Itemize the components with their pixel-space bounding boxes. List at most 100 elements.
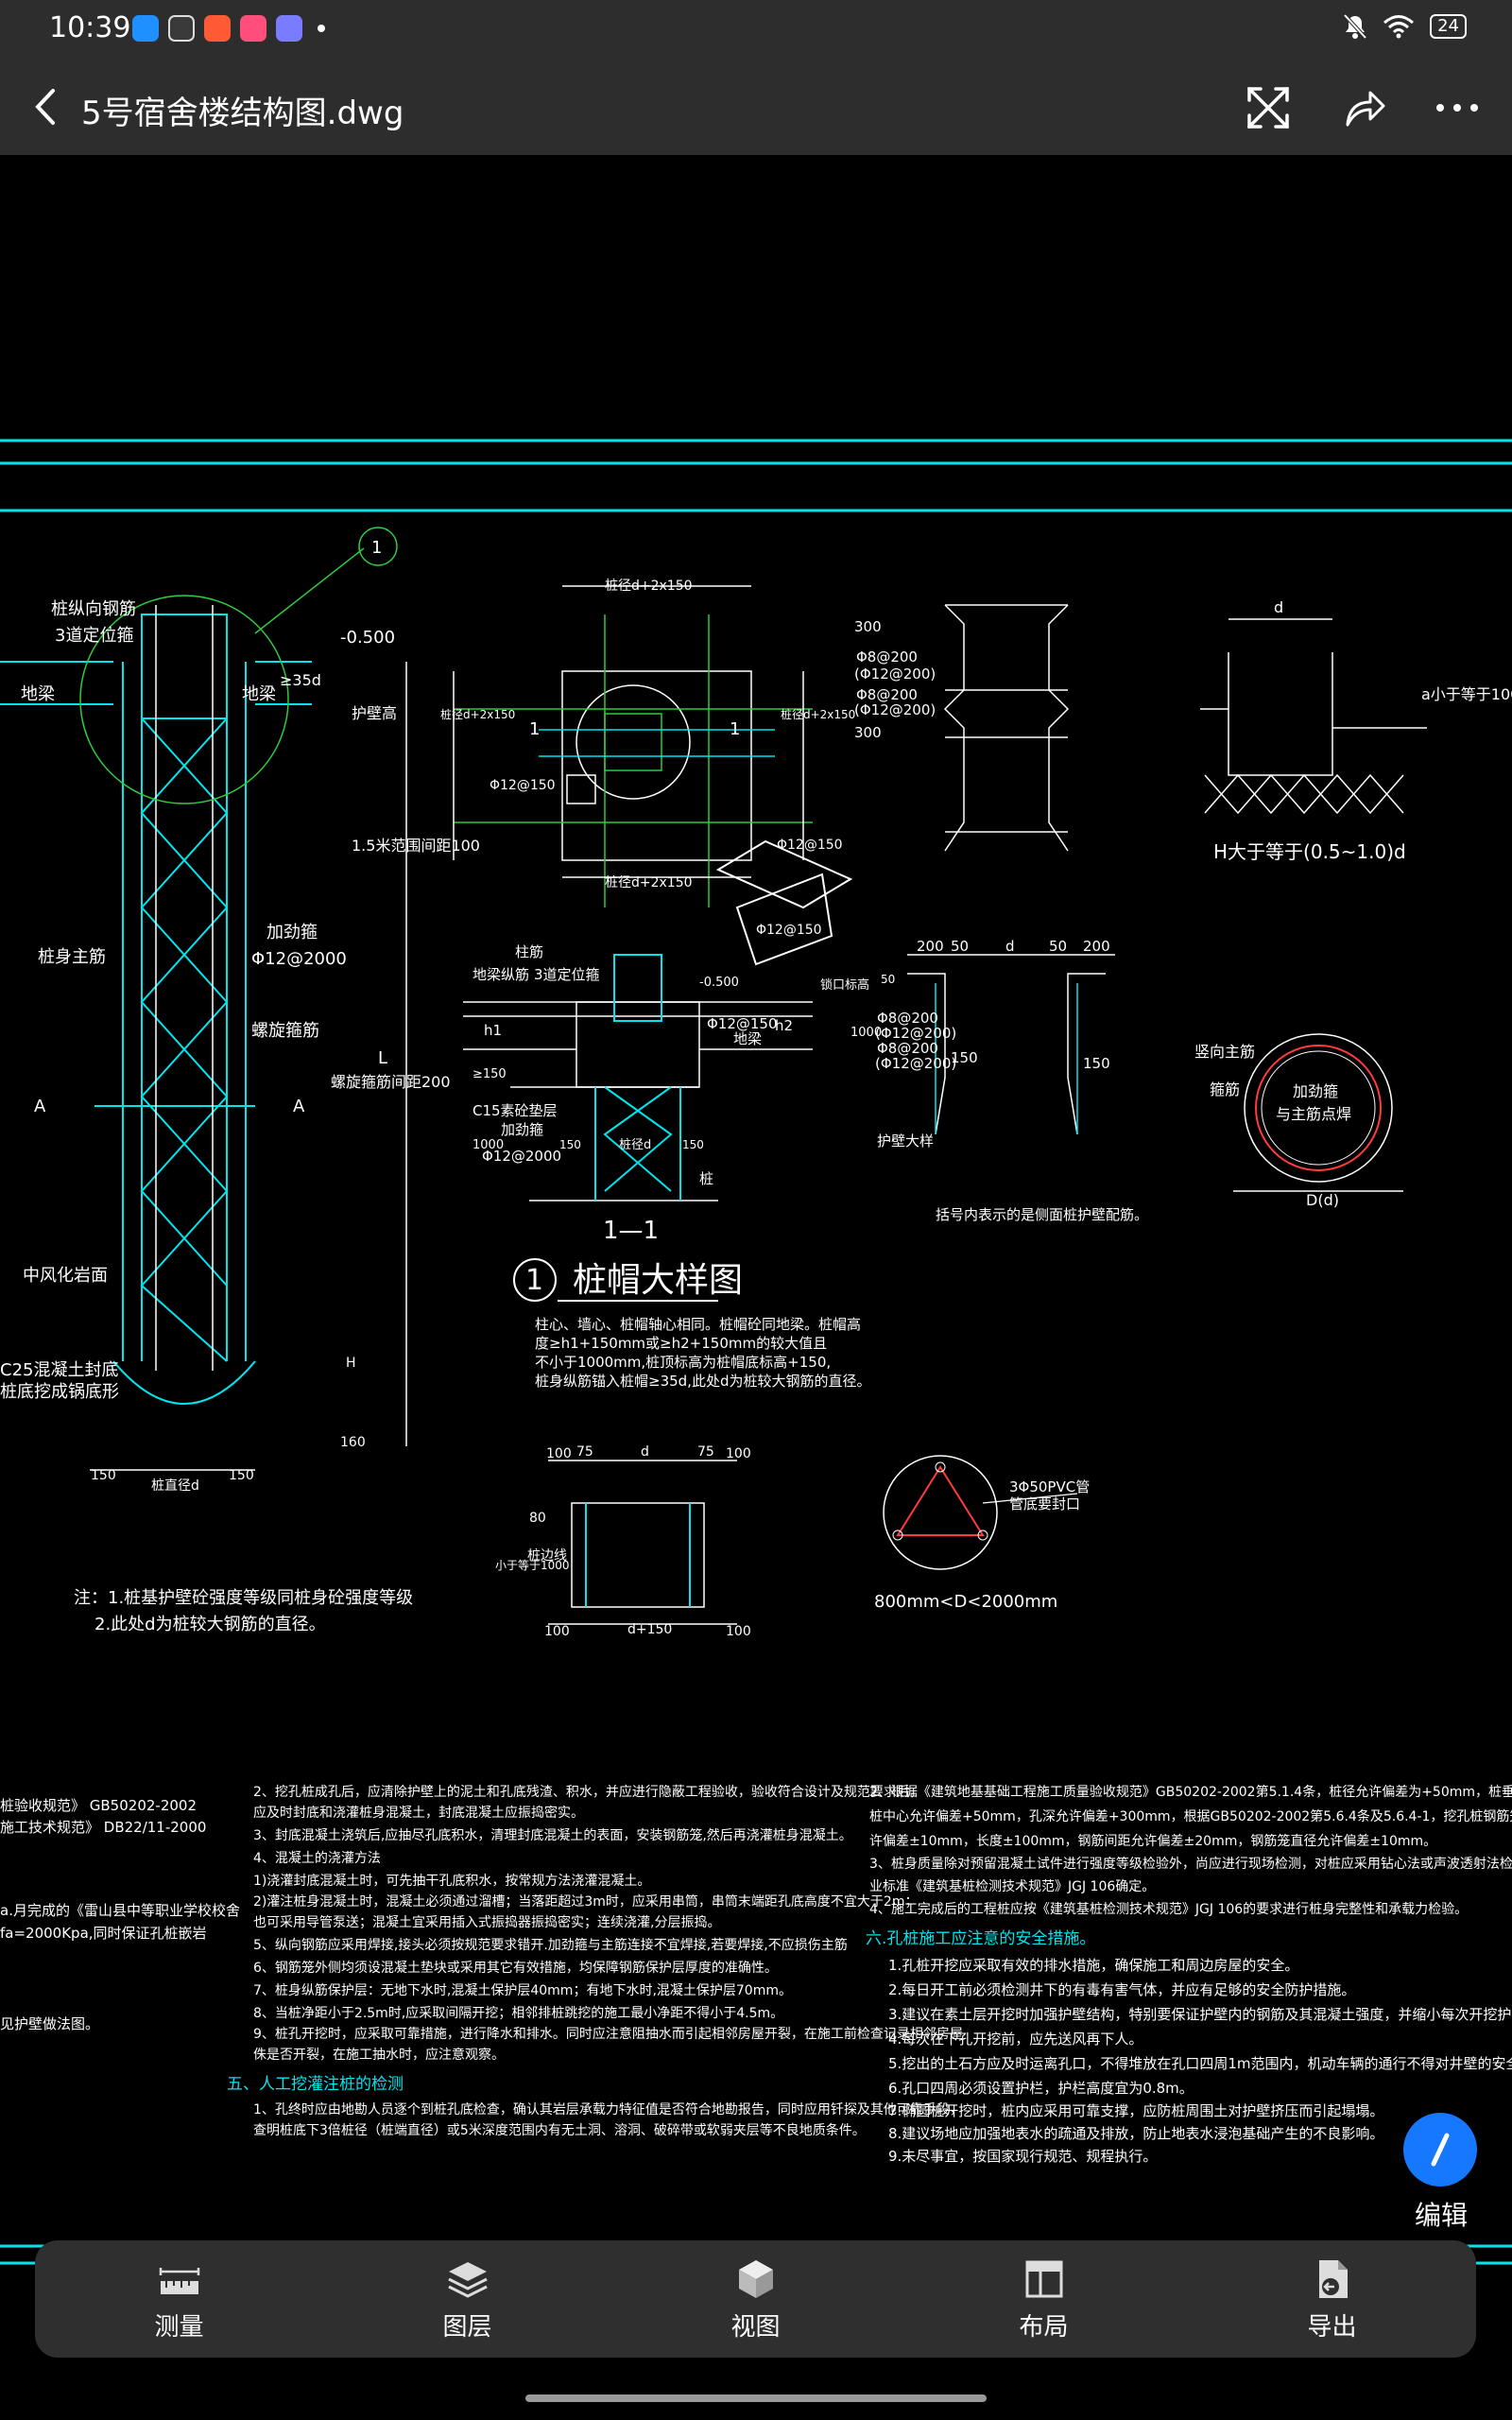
pencil-icon bbox=[1431, 2133, 1450, 2167]
export-icon bbox=[1318, 2259, 1348, 2298]
back-icon[interactable] bbox=[26, 83, 64, 130]
cad-label: 箍筋 bbox=[1210, 1080, 1240, 1098]
cad-label: 300 bbox=[854, 618, 882, 635]
cad-label: 80 bbox=[529, 1511, 546, 1526]
app-notification-icon bbox=[240, 15, 266, 42]
cad-label: 3Φ50PVC管 bbox=[1009, 1478, 1090, 1495]
section-marker: 1—1 bbox=[603, 1217, 659, 1245]
view-label: 视图 bbox=[730, 2312, 781, 2342]
cad-label: (Φ12@200) bbox=[854, 701, 936, 718]
pile-section-drawing bbox=[0, 527, 407, 1471]
spec-line: 许偏差±10mm，长度±100mm，钢筋间距允许偏差±20mm，钢筋笼直径允许偏… bbox=[869, 1833, 1436, 1849]
cad-label: 桩纵向钢筋 bbox=[51, 599, 136, 619]
fullscreen-icon[interactable] bbox=[1244, 83, 1293, 132]
cube-icon bbox=[738, 2259, 773, 2298]
clock: 10:39 bbox=[49, 11, 131, 44]
home-indicator[interactable] bbox=[525, 2394, 987, 2402]
cad-label: d+150 bbox=[627, 1622, 672, 1637]
cad-label: 100 bbox=[544, 1624, 570, 1639]
cad-label: 地梁纵筋 bbox=[472, 966, 529, 983]
cad-label: 竖向主筋 bbox=[1194, 1043, 1255, 1061]
share-icon[interactable] bbox=[1340, 83, 1389, 132]
spec-line: 1、孔终时应由地勘人员逐个到桩孔底检查，确认其岩层承载力特征值是否符合地勘报告，… bbox=[253, 2101, 963, 2118]
cad-label: 1000 bbox=[850, 1026, 882, 1040]
document-title: 5号宿舍楼结构图.dwg bbox=[81, 95, 404, 132]
cad-label: A bbox=[34, 1097, 46, 1116]
layout-label: 布局 bbox=[1019, 2312, 1069, 2342]
wechat-notification-icon bbox=[168, 15, 195, 42]
circle-section-drawing bbox=[1233, 1033, 1403, 1192]
spec-line: 2)灌注桩身混凝土时，混凝土必须通过溜槽；当落距超过3m时，应采用串筒，串筒末端… bbox=[253, 1893, 918, 1910]
note-line: 柱心、墙心、桩帽轴心相同。桩帽砼同地梁。桩帽高 bbox=[535, 1316, 861, 1333]
layers-label: 图层 bbox=[442, 2312, 492, 2342]
cad-label: Φ8@200 bbox=[856, 648, 918, 666]
note-line: 不小于1000mm,桩顶标高为桩帽底标高+150, bbox=[535, 1354, 831, 1371]
layout-button[interactable]: 布局 bbox=[969, 2256, 1120, 2342]
spec-line: 8.建议场地应加强地表水的疏通及排放，防止地表水浸泡基础产生的不良影响。 bbox=[888, 2125, 1383, 2142]
export-button[interactable]: 导出 bbox=[1257, 2256, 1408, 2342]
cad-label: 加劲箍 bbox=[501, 1121, 543, 1138]
cad-label: 1000 bbox=[472, 1138, 504, 1152]
spec-line: 5.挖出的土石方应及时运离孔口，不得堆放在孔口四周1m范围内，机动车辆的通行不得… bbox=[888, 2055, 1512, 2072]
cad-label: 中风化岩面 bbox=[23, 1266, 108, 1286]
more-icon[interactable] bbox=[1433, 83, 1482, 132]
cad-label: 桩边线 bbox=[527, 1547, 567, 1564]
spec-line: 2、根据《建筑地基基础工程施工质量验收规范》GB50202-2002第5.1.4… bbox=[869, 1784, 1512, 1800]
spec-line: 2、挖孔桩成孔后，应清除护壁上的泥土和孔底残渣、积水，并应进行隐蔽工程验收，验收… bbox=[253, 1784, 923, 1800]
cad-label: 加劲箍 bbox=[266, 923, 318, 942]
cad-label: H bbox=[346, 1356, 356, 1371]
cad-label: 300 bbox=[854, 724, 882, 741]
spec-line: 4、施工完成后的工程桩应按《建筑基桩检测技术规范》JGJ 106的要求进行桩身完… bbox=[869, 1901, 1468, 1917]
cad-label: 护壁高 bbox=[352, 704, 397, 722]
edit-button[interactable] bbox=[1403, 2113, 1477, 2187]
cad-label: 1.5米范围间距100 bbox=[352, 837, 480, 855]
spec-line: 3、封底混凝土浇筑后,应抽尽孔底积水，清理封底混凝土的表面，安装钢筋笼,然后再浇… bbox=[253, 1827, 852, 1843]
spec-line: 应及时封底和浇灌桩身混凝土，封底混凝土应振捣密实。 bbox=[253, 1805, 584, 1821]
cad-drawing-canvas[interactable]: 1 桩纵向钢筋 3道定位箍 地梁 地梁 ≥35d -0.500 护壁高 1.5米… bbox=[0, 155, 1512, 2420]
cad-label: 1 bbox=[730, 719, 740, 739]
cad-label: a小于等于100 bbox=[1421, 685, 1512, 703]
socket-detail-drawing bbox=[1200, 618, 1427, 815]
spec-line: 5、纵向钢筋应采用焊接,接头必须按规范要求错开.加劲箍与主筋连接不宜焊接,若要焊… bbox=[253, 1937, 848, 1953]
spec-line: fa=2000Kpa,同时保证孔桩嵌岩 bbox=[0, 1925, 207, 1942]
cad-label: 200 bbox=[1083, 938, 1110, 955]
cad-label: A bbox=[293, 1097, 305, 1116]
cad-label: 地梁 bbox=[733, 1030, 762, 1047]
note-line: 桩身纵筋锚入桩帽≥35d,此处d为桩较大钢筋的直径。 bbox=[535, 1373, 870, 1390]
system-icons: 24 bbox=[1343, 13, 1467, 40]
cad-label: -0.500 bbox=[699, 976, 739, 990]
spec-line: 8、当桩净距小于2.5m时,应采取间隔开挖；相邻排桩跳挖的施工最小净距不得小于4… bbox=[253, 2005, 783, 2021]
layout-icon bbox=[1025, 2260, 1062, 2297]
cad-label: 桩底挖成锅底形 bbox=[0, 1382, 119, 1402]
spec-line: 6.孔口四周必须设置护栏，护栏高度宜为0.8m。 bbox=[888, 2080, 1194, 2097]
app-notification-icon bbox=[204, 15, 231, 42]
spec-heading: 六.孔桩施工应注意的安全措施。 bbox=[866, 1929, 1095, 1948]
note-line: 括号内表示的是侧面桩护壁配筋。 bbox=[936, 1206, 1148, 1223]
cad-label: C25混凝土封底 bbox=[0, 1360, 118, 1380]
spec-line: 施工技术规范》 DB22/11-2000 bbox=[0, 1819, 206, 1836]
cad-label: 桩径d+2x150 bbox=[781, 707, 855, 721]
spec-line: 桩验收规范》 GB50202-2002 bbox=[0, 1797, 197, 1814]
cad-label: 75 bbox=[697, 1444, 714, 1460]
cad-label: 桩径d+2x150 bbox=[440, 707, 515, 721]
spec-line: 4、混凝土的浇灌方法 bbox=[253, 1851, 381, 1866]
cad-label: 150 bbox=[91, 1468, 116, 1483]
layers-button[interactable]: 图层 bbox=[392, 2256, 543, 2342]
cad-label: (Φ12@200) bbox=[854, 666, 936, 683]
drawing-caption: 桩帽大样图 bbox=[573, 1261, 743, 1300]
measure-button[interactable]: 测量 bbox=[104, 2256, 255, 2342]
layers-icon bbox=[447, 2261, 488, 2298]
cad-label: 150 bbox=[559, 1138, 581, 1151]
cad-label: d bbox=[1274, 598, 1283, 616]
cad-label: 桩身主筋 bbox=[38, 947, 106, 967]
cad-label: -0.500 bbox=[340, 628, 395, 648]
spec-line: 侏是否开裂，在施工抽水时，应注意观察。 bbox=[253, 2047, 505, 2063]
wall-detail-drawing bbox=[943, 604, 1070, 852]
view-button[interactable]: 视图 bbox=[680, 2256, 832, 2342]
cad-label: 3道定位箍 bbox=[534, 966, 600, 983]
cad-label: h1 bbox=[484, 1022, 502, 1039]
mute-icon bbox=[1343, 13, 1367, 40]
ring-section-drawing bbox=[907, 954, 1115, 1135]
cad-label: Φ12@150 bbox=[707, 1015, 778, 1032]
cad-label: 160 bbox=[340, 1435, 366, 1450]
